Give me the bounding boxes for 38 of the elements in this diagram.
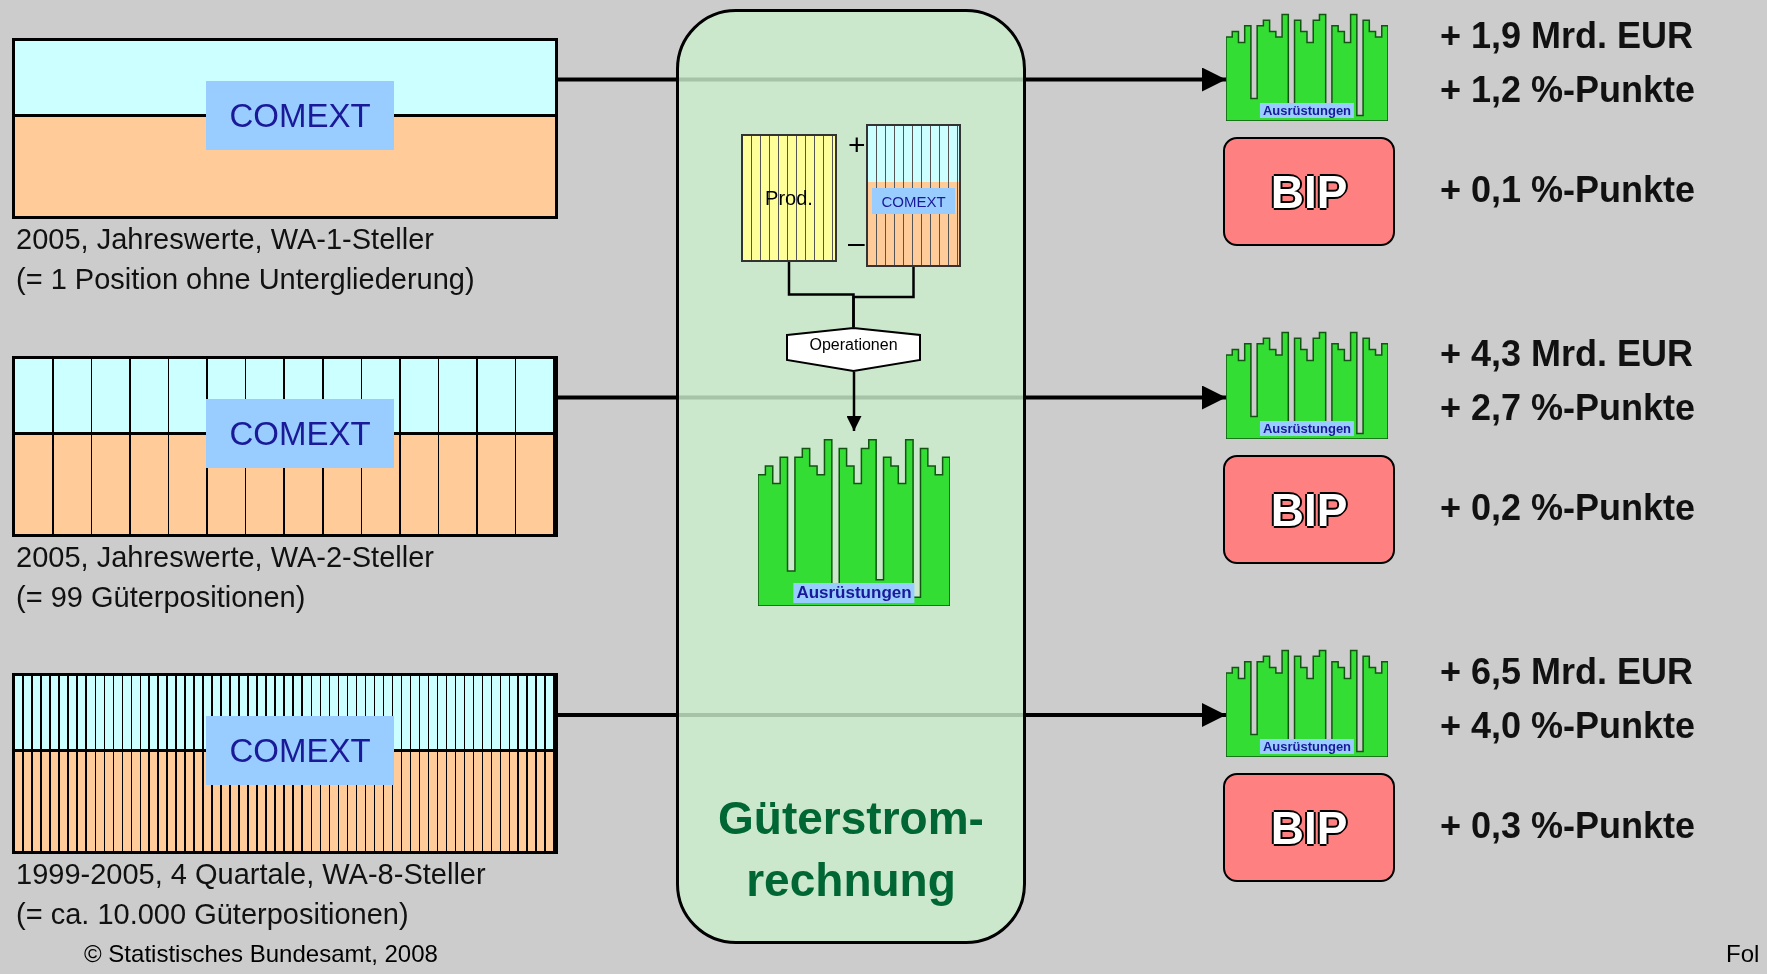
value-text: + 6,5 Mrd. EUR <box>1440 650 1694 694</box>
source-label: COMEXT <box>206 81 394 150</box>
value-text: + 4,3 Mrd. EUR <box>1440 332 1694 376</box>
gdp-box: BIP <box>1223 455 1395 564</box>
sign-text: + <box>848 128 866 162</box>
sign-text: – <box>848 226 865 260</box>
chart-label: Ausrüstungen <box>793 583 915 603</box>
value-text: + 2,7 %-Punkte <box>1440 386 1696 430</box>
caption-text: 2005, Jahreswerte, WA-2-Steller <box>16 541 434 574</box>
value-text: + 0,1 %-Punkte <box>1440 167 1696 212</box>
caption-text: (= ca. 10.000 Güterpositionen) <box>16 898 409 931</box>
chart-label: Ausrüstungen <box>1259 103 1355 118</box>
chart-label: Ausrüstungen <box>1259 739 1355 754</box>
chart-label: Ausrüstungen <box>1259 421 1355 436</box>
data-band-box <box>12 356 558 537</box>
gdp-box: BIP <box>1223 137 1395 246</box>
caption-text: 2005, Jahreswerte, WA-1-Steller <box>16 223 434 256</box>
gdp-box: BIP <box>1223 773 1395 882</box>
data-band-box <box>12 673 558 854</box>
source-label: COMEXT <box>206 716 394 785</box>
value-text: + 4,0 %-Punkte <box>1440 704 1696 748</box>
source-label: COMEXT <box>872 188 955 214</box>
caption-text: 1999-2005, 4 Quartale, WA-8-Steller <box>16 858 486 891</box>
value-text: + 0,2 %-Punkte <box>1440 485 1696 530</box>
data-band-box <box>12 38 558 219</box>
caption-text: (= 99 Güterpositionen) <box>16 581 306 614</box>
caption-text: (= 1 Position ohne Untergliederung) <box>16 263 475 296</box>
panel-title: Güterstrom- rechnung <box>718 792 984 906</box>
value-text: + 0,3 %-Punkte <box>1440 803 1696 848</box>
process-panel <box>676 9 1026 944</box>
source-label: COMEXT <box>206 399 394 468</box>
note-text: Fol <box>1726 940 1760 968</box>
arrow <box>846 372 862 431</box>
note-text: © Statistisches Bundesamt, 2008 <box>84 940 438 968</box>
value-text: + 1,2 %-Punkte <box>1440 68 1696 112</box>
operation-label: Operationen <box>809 336 898 353</box>
source-data-box <box>866 124 961 267</box>
value-text: + 1,9 Mrd. EUR <box>1440 14 1694 58</box>
